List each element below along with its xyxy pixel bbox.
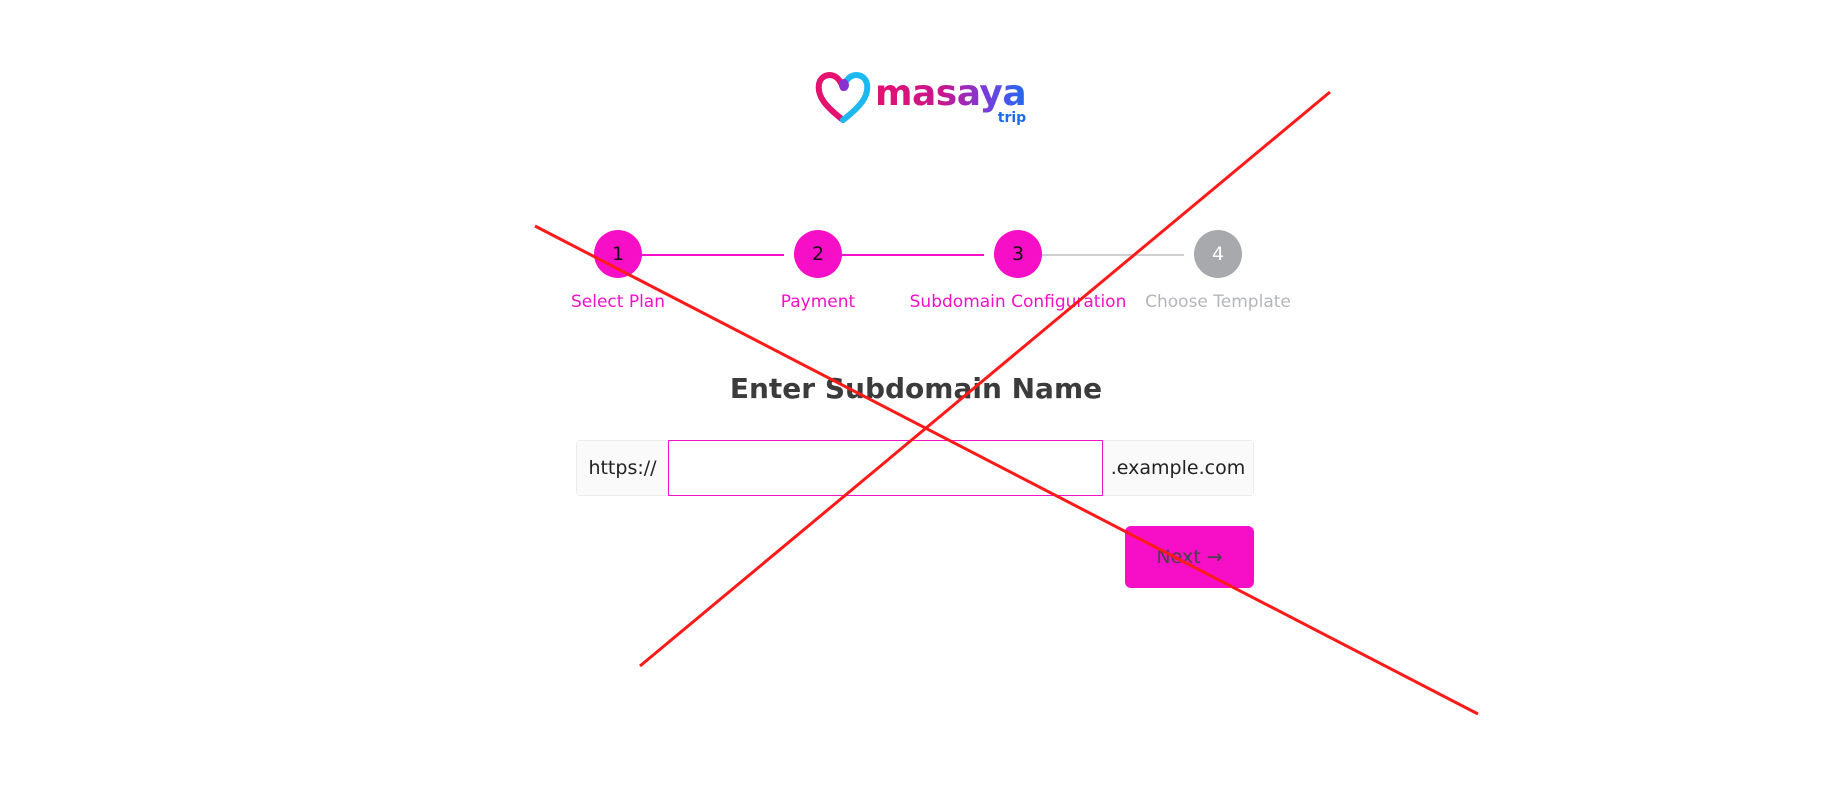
subdomain-input[interactable] bbox=[668, 440, 1103, 496]
arrow-right-icon: → bbox=[1206, 546, 1223, 568]
step-number-circle: 1 bbox=[594, 230, 642, 278]
domain-suffix: .example.com bbox=[1103, 441, 1253, 495]
progress-stepper: 1 Select Plan 2 Payment 3 Subdomain Conf… bbox=[0, 230, 1832, 330]
brand-wordmark: masaya trip bbox=[875, 73, 1027, 130]
brand-sub: trip bbox=[997, 110, 1027, 126]
protocol-prefix: https:// bbox=[577, 441, 668, 495]
next-button[interactable]: Next → bbox=[1125, 526, 1254, 588]
heart-logo-icon bbox=[815, 72, 871, 123]
step-number-circle: 4 bbox=[1194, 230, 1242, 278]
page-title: Enter Subdomain Name bbox=[729, 372, 1103, 405]
next-button-label: Next bbox=[1156, 546, 1201, 568]
step-number-circle: 2 bbox=[794, 230, 842, 278]
step-label: Choose Template bbox=[1145, 292, 1291, 312]
brand-logo: masaya trip bbox=[815, 70, 1027, 130]
brand-word: masaya bbox=[875, 73, 1027, 114]
subdomain-input-group: https:// .example.com bbox=[576, 440, 1254, 496]
step-choose-template[interactable]: 4 Choose Template bbox=[1088, 230, 1348, 312]
step-number-circle: 3 bbox=[994, 230, 1042, 278]
